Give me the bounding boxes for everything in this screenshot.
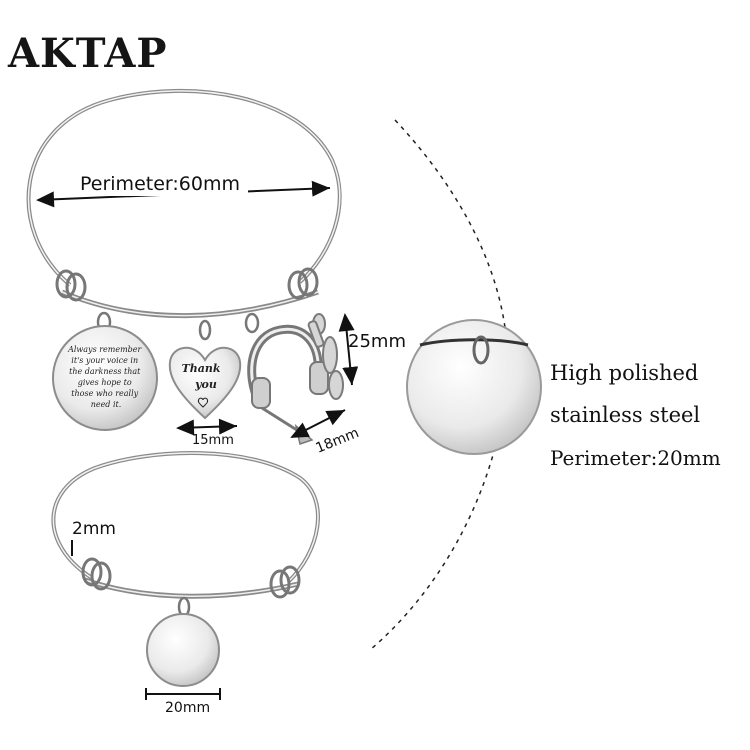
disc-text-line: need it. bbox=[91, 400, 122, 409]
small-heart-icon bbox=[197, 397, 209, 408]
headphones-height-arrow bbox=[338, 313, 359, 386]
heart-width-label: 15mm bbox=[192, 433, 234, 448]
disc-text-line: gives hope to bbox=[78, 378, 132, 387]
blank-disc-charm bbox=[146, 613, 220, 687]
disc-text-line: it's your voice in bbox=[71, 356, 138, 365]
headphones-width-arrow bbox=[290, 409, 346, 438]
coil-left bbox=[81, 557, 112, 591]
round-disc-charm: Always remember it's your voice in the d… bbox=[52, 311, 158, 431]
disc-text-line: those who really bbox=[71, 389, 138, 398]
disc-text-line: Always remember bbox=[67, 345, 142, 354]
disc-text-line: the darkness that bbox=[69, 367, 141, 376]
feature-finish: High polished bbox=[550, 361, 699, 385]
top-bangle bbox=[26, 88, 342, 319]
svg-text:Always remember it's you: Always remember it's your voice in the d… bbox=[67, 345, 144, 409]
bottom-bangle bbox=[51, 451, 320, 687]
coil-right bbox=[269, 565, 301, 599]
brand-logo: AKTAP bbox=[8, 30, 168, 77]
heart-charm: Thank you bbox=[168, 319, 242, 420]
heart-text-line: Thank bbox=[182, 362, 221, 375]
coil-right bbox=[287, 267, 319, 300]
zoomed-disc bbox=[406, 319, 542, 455]
headphones-height-label: 25mm bbox=[348, 331, 406, 352]
disc-width-label: 20mm bbox=[165, 700, 210, 716]
headphones-width-label: 18mm bbox=[314, 425, 362, 457]
heart-width-arrow bbox=[176, 418, 238, 436]
zoom-divider bbox=[369, 119, 509, 651]
label-backdrop bbox=[78, 168, 248, 196]
heart-text-line: you bbox=[194, 378, 217, 391]
headphones-charm bbox=[244, 312, 329, 445]
feature-perimeter: Perimeter:20mm bbox=[550, 446, 721, 470]
feature-material: stainless steel bbox=[550, 403, 701, 427]
svg-text:Thank you: Thank you bbox=[182, 362, 225, 391]
perimeter-label: Perimeter:60mm bbox=[80, 173, 240, 195]
wire-thickness-label: 2mm bbox=[72, 519, 116, 539]
coil-left bbox=[55, 269, 87, 302]
